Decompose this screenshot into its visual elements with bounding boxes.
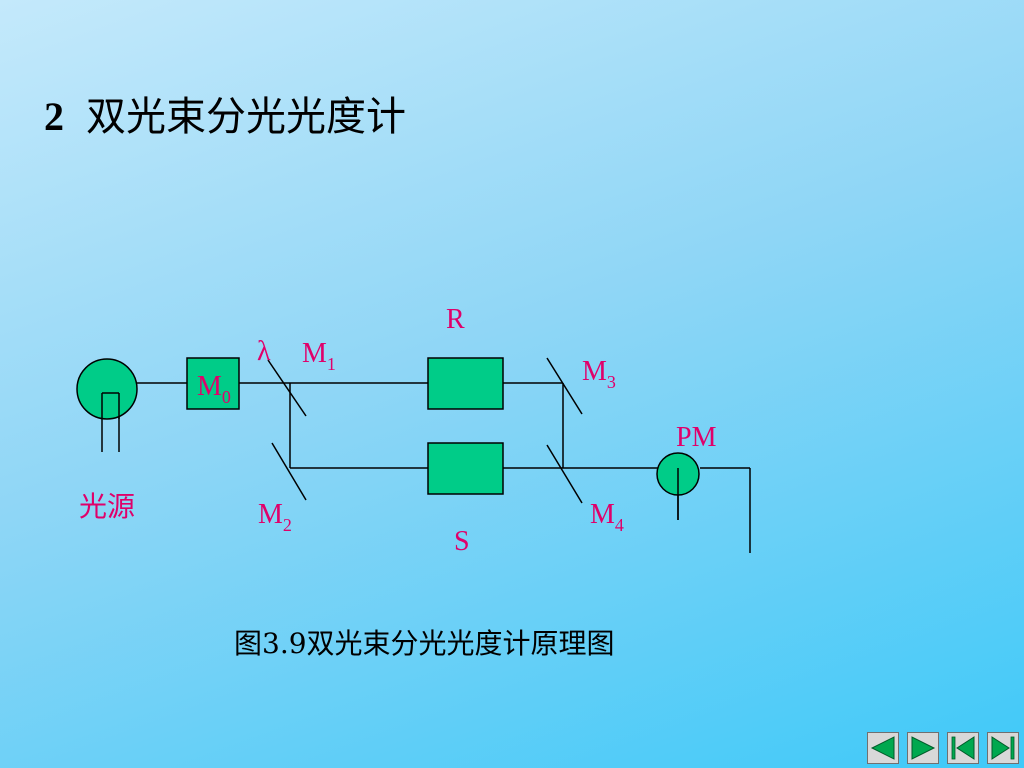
label-light-source: 光源: [79, 490, 135, 523]
section-number: 2: [44, 94, 64, 139]
label-s: S: [454, 526, 470, 557]
title-text: 双光束分光光度计: [86, 94, 406, 140]
sample-cell-s: [427, 442, 504, 495]
last-page-icon: [987, 732, 1019, 764]
slide-title: 2 双光束分光光度计: [44, 84, 406, 142]
label-m0: M0: [197, 371, 231, 407]
mirror-m1: [267, 359, 307, 417]
triangle-right-icon: [907, 732, 939, 764]
reference-cell-r: [427, 357, 504, 410]
prev-slide-button[interactable]: [867, 732, 899, 764]
diagram-labels: 光源 λ M1 M0 R M3 PM M2 S M4: [79, 304, 717, 557]
mirror-m3: [546, 357, 583, 415]
first-page-icon: [947, 732, 979, 764]
mirror-m4: [546, 444, 583, 504]
triangle-left-icon: [867, 732, 899, 764]
light-source-lamp: [76, 358, 138, 420]
label-pm: PM: [676, 422, 717, 453]
label-m2: M2: [258, 499, 292, 535]
first-slide-button[interactable]: [947, 732, 979, 764]
label-m3: M3: [582, 356, 616, 392]
last-slide-button[interactable]: [987, 732, 1019, 764]
label-m4: M4: [590, 499, 624, 535]
mirrors: [267, 357, 583, 504]
label-m1: M1: [302, 338, 336, 374]
monochromator-m0: [186, 357, 240, 410]
mirror-m2: [271, 442, 307, 501]
label-lambda: λ: [257, 336, 271, 367]
figure-caption: 图3.9双光束分光光度计原理图: [234, 627, 615, 660]
next-slide-button[interactable]: [907, 732, 939, 764]
label-r: R: [446, 304, 465, 335]
